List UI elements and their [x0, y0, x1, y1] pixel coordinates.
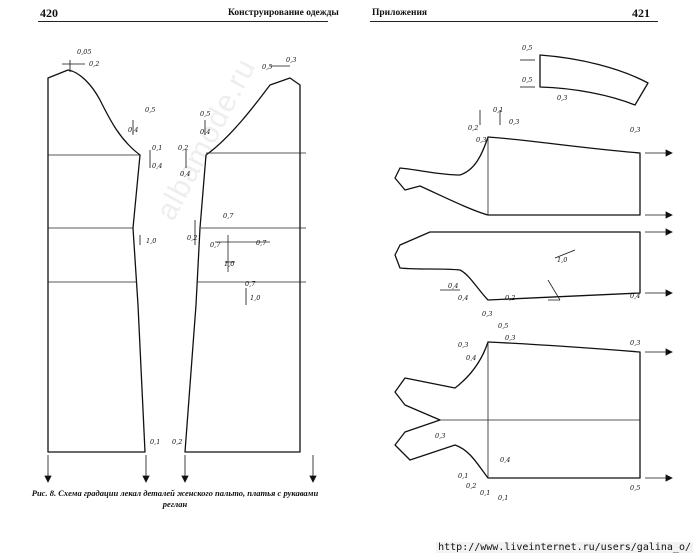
footer-url[interactable]: http://www.liveinternet.ru/users/galina_…: [436, 542, 693, 553]
svg-text:0,5: 0,5: [498, 322, 508, 330]
svg-text:0,3: 0,3: [458, 341, 468, 349]
svg-text:0,3: 0,3: [482, 310, 492, 318]
svg-text:0,3: 0,3: [476, 136, 486, 144]
left-header-rule: [38, 21, 328, 23]
svg-text:0,4: 0,4: [128, 126, 138, 134]
svg-text:0,05: 0,05: [77, 48, 91, 56]
collar-piece-outline: [539, 54, 649, 106]
right-page-number: 421: [632, 6, 650, 20]
back-piece-outline: [47, 69, 146, 453]
left-running-title: Конструирование одежды: [228, 8, 339, 18]
svg-text:1,0: 1,0: [557, 256, 567, 264]
svg-text:0,1: 0,1: [458, 472, 468, 480]
sleeve-middle-outline: [394, 231, 641, 301]
svg-text:0,1: 0,1: [493, 106, 503, 114]
svg-text:0,1: 0,1: [480, 489, 490, 497]
svg-text:0,4: 0,4: [630, 292, 640, 300]
svg-text:0,3: 0,3: [630, 126, 640, 134]
svg-text:0,5: 0,5: [262, 63, 272, 71]
svg-text:0,4: 0,4: [448, 282, 458, 290]
svg-text:0,5: 0,5: [522, 44, 532, 52]
sleeve-lower-outline: [394, 341, 641, 479]
svg-text:0,3: 0,3: [286, 56, 296, 64]
svg-text:1,0: 1,0: [146, 237, 156, 245]
caption-text: Схема градации лекал деталей женского па…: [58, 488, 319, 509]
svg-text:0,5: 0,5: [200, 110, 210, 118]
svg-text:0,3: 0,3: [630, 339, 640, 347]
svg-text:0,5: 0,5: [522, 76, 532, 84]
svg-text:0,2: 0,2: [505, 294, 515, 302]
svg-text:0,1: 0,1: [150, 438, 160, 446]
svg-text:0,2: 0,2: [466, 482, 476, 490]
svg-text:0,2: 0,2: [187, 234, 197, 242]
left-page-number: 420: [40, 6, 58, 20]
svg-text:1,0: 1,0: [224, 260, 234, 268]
svg-text:0,1: 0,1: [498, 494, 508, 502]
svg-text:0,3: 0,3: [435, 432, 445, 440]
svg-text:0,4: 0,4: [200, 128, 210, 136]
svg-text:0,4: 0,4: [180, 170, 190, 178]
svg-text:0,7: 0,7: [223, 212, 234, 220]
sleeve-upper-outline: [394, 136, 641, 216]
svg-text:0,1: 0,1: [152, 144, 162, 152]
svg-text:0,2: 0,2: [468, 124, 478, 132]
svg-text:0,2: 0,2: [89, 60, 99, 68]
svg-text:0,3: 0,3: [557, 94, 567, 102]
svg-text:0,5: 0,5: [145, 106, 155, 114]
svg-text:0,3: 0,3: [505, 334, 515, 342]
svg-text:0,4: 0,4: [152, 162, 162, 170]
svg-text:0,7: 0,7: [256, 239, 267, 247]
front-piece-outline: [184, 77, 301, 453]
svg-text:0,7: 0,7: [245, 280, 256, 288]
svg-text:0,5: 0,5: [630, 484, 640, 492]
right-header-rule: [370, 21, 658, 23]
svg-text:0,4: 0,4: [500, 456, 510, 464]
svg-text:0,2: 0,2: [172, 438, 182, 446]
figure-caption: Рис. 8. Схема градации лекал деталей жен…: [30, 488, 320, 510]
svg-text:0,7: 0,7: [210, 241, 221, 249]
svg-text:0,3: 0,3: [509, 118, 519, 126]
caption-ref: Рис. 8.: [31, 488, 57, 498]
svg-text:0,4: 0,4: [466, 354, 476, 362]
svg-text:0,4: 0,4: [458, 294, 468, 302]
svg-text:0,2: 0,2: [178, 144, 188, 152]
right-running-title: Приложения: [372, 8, 428, 18]
svg-text:1,0: 1,0: [250, 294, 260, 302]
